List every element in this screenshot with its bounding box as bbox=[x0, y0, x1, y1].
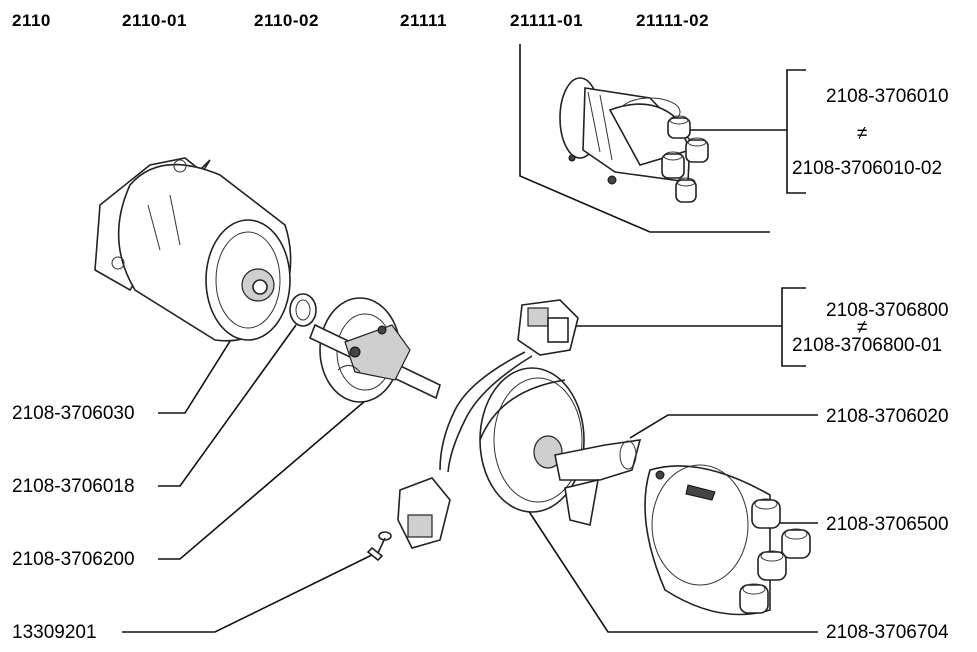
distributor-cap bbox=[644, 464, 811, 616]
base-plate-with-shaft bbox=[308, 297, 441, 403]
label-housing: 2108-3706030 bbox=[12, 403, 135, 424]
label-hall-sensor-b: 2108-3706800-01 bbox=[792, 335, 943, 356]
label-hall-sensor-a: 2108-3706800 bbox=[826, 300, 949, 321]
leader-screw bbox=[122, 551, 379, 633]
not-equal-distributor: ≠ bbox=[857, 123, 868, 144]
label-rotor: 2108-3706020 bbox=[826, 406, 949, 427]
distributor-housing bbox=[94, 157, 292, 342]
model-21111-01: 21111-01 bbox=[510, 11, 584, 30]
screw bbox=[366, 531, 392, 562]
rotor bbox=[554, 439, 642, 526]
model-21111-02: 21111-02 bbox=[636, 11, 710, 30]
leader-plate bbox=[158, 394, 373, 560]
not-equal-hall-sensor: ≠ bbox=[857, 317, 868, 338]
label-cap: 2108-3706500 bbox=[826, 514, 949, 535]
bracket-distributor bbox=[786, 69, 806, 194]
distributor-assembly-small bbox=[559, 77, 709, 203]
hall-sensor bbox=[397, 299, 579, 549]
leader-rotor bbox=[629, 414, 818, 439]
label-distributor-b: 2108-3706010-02 bbox=[792, 158, 943, 179]
washer bbox=[289, 293, 317, 327]
label-plate: 2108-3706200 bbox=[12, 549, 135, 570]
model-2110: 2110 bbox=[12, 11, 51, 30]
leader-housing bbox=[158, 337, 233, 414]
label-screw: 13309201 bbox=[12, 622, 97, 643]
leader-washer bbox=[158, 324, 297, 487]
bracket-hall-sensor bbox=[781, 287, 806, 367]
label-washer: 2108-3706018 bbox=[12, 476, 135, 497]
leader-model-bracket bbox=[519, 44, 770, 233]
model-21111: 21111 bbox=[400, 11, 447, 30]
shutter-disc bbox=[479, 367, 585, 513]
model-2110-02: 2110-02 bbox=[254, 11, 319, 30]
leader-shutter bbox=[527, 509, 818, 633]
label-distributor-a: 2108-3706010 bbox=[826, 86, 949, 107]
model-2110-01: 2110-01 bbox=[122, 11, 187, 30]
label-shutter: 2108-3706704 bbox=[826, 622, 949, 643]
